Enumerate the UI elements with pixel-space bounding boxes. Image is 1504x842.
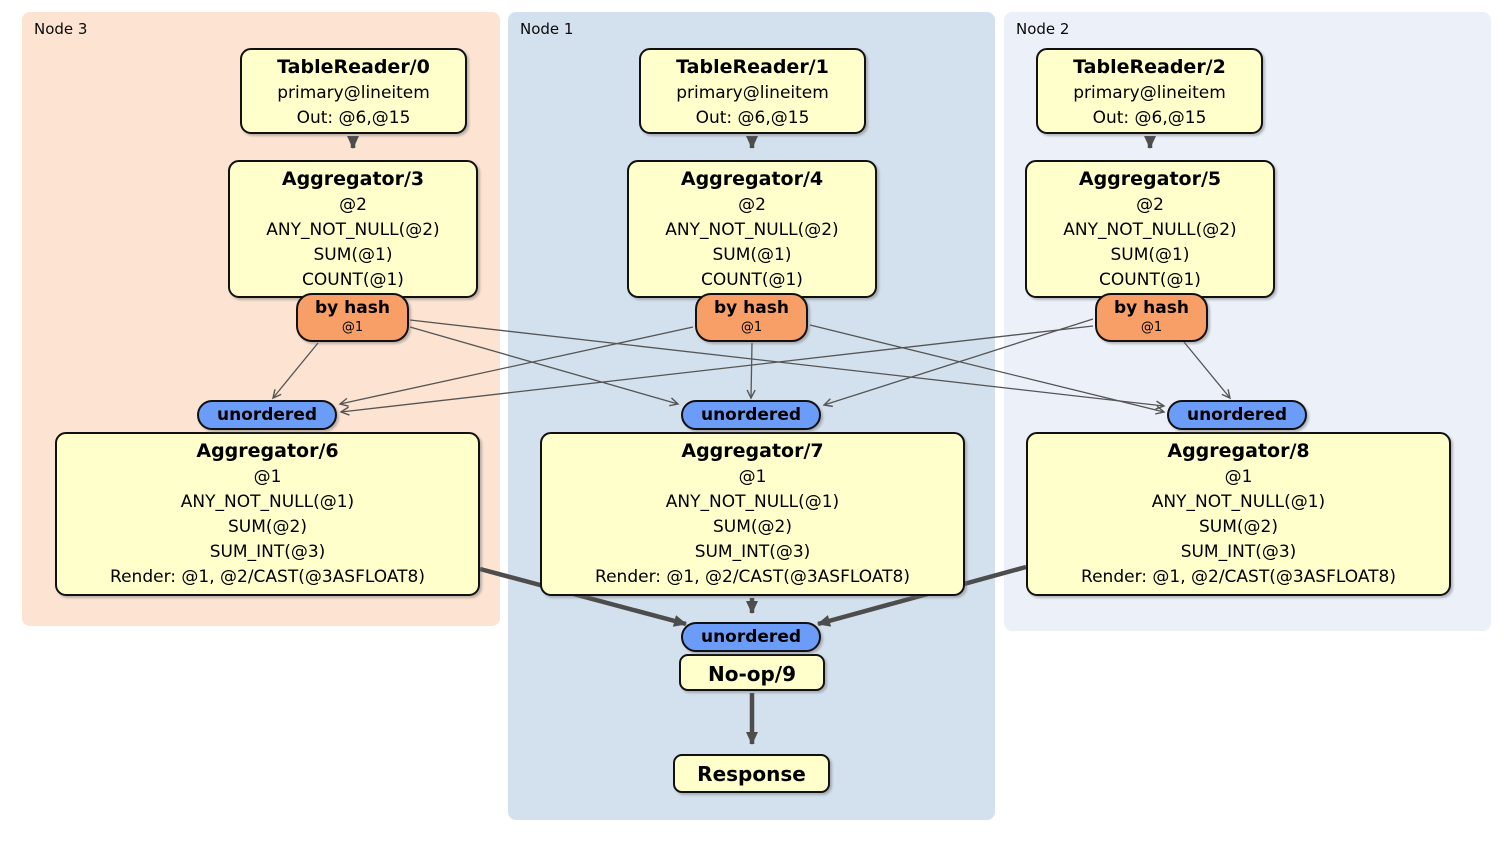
aggregator-8-render: Render: @1, @2/CAST(@3ASFLOAT8) <box>1081 567 1396 587</box>
aggregator-8-box: Aggregator/8 @1 ANY_NOT_NULL(@1) SUM(@2)… <box>1026 432 1451 596</box>
aggregator-3-title: Aggregator/3 <box>281 168 425 190</box>
aggregator-4-line: COUNT(@1) <box>701 270 803 290</box>
aggregator-3-line: SUM(@1) <box>313 245 393 265</box>
tablereader-2-out: Out: @6,@15 <box>1092 108 1207 128</box>
aggregator-3-box: Aggregator/3 @2 ANY_NOT_NULL(@2) SUM(@1)… <box>228 160 478 298</box>
tablereader-2-title: TableReader/2 <box>1073 56 1226 78</box>
aggregator-8-line: @1 <box>1224 467 1253 487</box>
node-1-label: Node 1 <box>520 20 574 38</box>
tablereader-0-out: Out: @6,@15 <box>296 108 411 128</box>
aggregator-6-line: ANY_NOT_NULL(@1) <box>180 492 355 512</box>
aggregator-7-render: Render: @1, @2/CAST(@3ASFLOAT8) <box>595 567 910 587</box>
aggregator-4-line: @2 <box>738 195 766 215</box>
node-3-label: Node 3 <box>34 20 88 38</box>
byhash-router-node3: by hash @1 <box>296 293 409 342</box>
tablereader-2-index: primary@lineitem <box>1073 83 1226 103</box>
unordered-label: unordered <box>216 405 318 425</box>
byhash-detail: @1 <box>341 320 364 335</box>
noop-9-title: No-op/9 <box>707 662 797 686</box>
unordered-label: unordered <box>700 405 802 425</box>
aggregator-6-line: @1 <box>253 467 282 487</box>
aggregator-4-title: Aggregator/4 <box>680 168 824 190</box>
aggregator-3-line: COUNT(@1) <box>302 270 404 290</box>
aggregator-8-line: ANY_NOT_NULL(@1) <box>1151 492 1326 512</box>
aggregator-7-line: SUM_INT(@3) <box>694 542 811 562</box>
byhash-detail: @1 <box>740 320 763 335</box>
aggregator-5-line: COUNT(@1) <box>1099 270 1201 290</box>
aggregator-8-line: SUM(@2) <box>1199 517 1278 537</box>
unordered-label: unordered <box>1186 405 1288 425</box>
byhash-detail: @1 <box>1140 320 1163 335</box>
aggregator-7-line: @1 <box>738 467 767 487</box>
aggregator-3-line: @2 <box>339 195 367 215</box>
aggregator-6-title: Aggregator/6 <box>196 440 339 462</box>
aggregator-5-line: ANY_NOT_NULL(@2) <box>1063 220 1237 240</box>
tablereader-1-index: primary@lineitem <box>676 83 829 103</box>
byhash-label: by hash <box>315 298 390 318</box>
aggregator-6-line: SUM_INT(@3) <box>209 542 326 562</box>
aggregator-8-line: SUM_INT(@3) <box>1180 542 1297 562</box>
tablereader-1-out: Out: @6,@15 <box>695 108 810 128</box>
unordered-label: unordered <box>700 627 802 647</box>
byhash-label: by hash <box>714 298 789 318</box>
aggregator-7-line: SUM(@2) <box>713 517 792 537</box>
tablereader-0-box: TableReader/0 primary@lineitem Out: @6,@… <box>240 48 467 134</box>
aggregator-7-box: Aggregator/7 @1 ANY_NOT_NULL(@1) SUM(@2)… <box>540 432 965 596</box>
tablereader-1-title: TableReader/1 <box>676 56 829 78</box>
aggregator-5-title: Aggregator/5 <box>1078 168 1222 190</box>
aggregator-6-box: Aggregator/6 @1 ANY_NOT_NULL(@1) SUM(@2)… <box>55 432 480 596</box>
aggregator-5-box: Aggregator/5 @2 ANY_NOT_NULL(@2) SUM(@1)… <box>1025 160 1275 298</box>
node-2-label: Node 2 <box>1016 20 1070 38</box>
aggregator-4-line: SUM(@1) <box>712 245 792 265</box>
tablereader-0-title: TableReader/0 <box>277 56 430 78</box>
aggregator-4-line: ANY_NOT_NULL(@2) <box>665 220 839 240</box>
response-box: Response <box>673 754 830 793</box>
aggregator-3-line: ANY_NOT_NULL(@2) <box>266 220 440 240</box>
noop-9-box: No-op/9 <box>679 654 825 691</box>
tablereader-1-box: TableReader/1 primary@lineitem Out: @6,@… <box>639 48 866 134</box>
response-title: Response <box>697 762 806 786</box>
aggregator-5-line: SUM(@1) <box>1110 245 1190 265</box>
aggregator-6-render: Render: @1, @2/CAST(@3ASFLOAT8) <box>110 567 425 587</box>
byhash-router-node2: by hash @1 <box>1095 293 1208 342</box>
aggregator-6-line: SUM(@2) <box>228 517 307 537</box>
aggregator-8-title: Aggregator/8 <box>1167 440 1310 462</box>
byhash-label: by hash <box>1114 298 1189 318</box>
unordered-stream-node3: unordered <box>197 400 337 430</box>
aggregator-5-line: @2 <box>1136 195 1164 215</box>
tablereader-0-index: primary@lineitem <box>277 83 430 103</box>
unordered-stream-node1: unordered <box>681 400 821 430</box>
aggregator-7-line: ANY_NOT_NULL(@1) <box>665 492 840 512</box>
tablereader-2-box: TableReader/2 primary@lineitem Out: @6,@… <box>1036 48 1263 134</box>
unordered-stream-node2: unordered <box>1167 400 1307 430</box>
aggregator-4-box: Aggregator/4 @2 ANY_NOT_NULL(@2) SUM(@1)… <box>627 160 877 298</box>
unordered-stream-sink: unordered <box>681 622 821 652</box>
byhash-router-node1: by hash @1 <box>695 293 808 342</box>
aggregator-7-title: Aggregator/7 <box>681 440 824 462</box>
